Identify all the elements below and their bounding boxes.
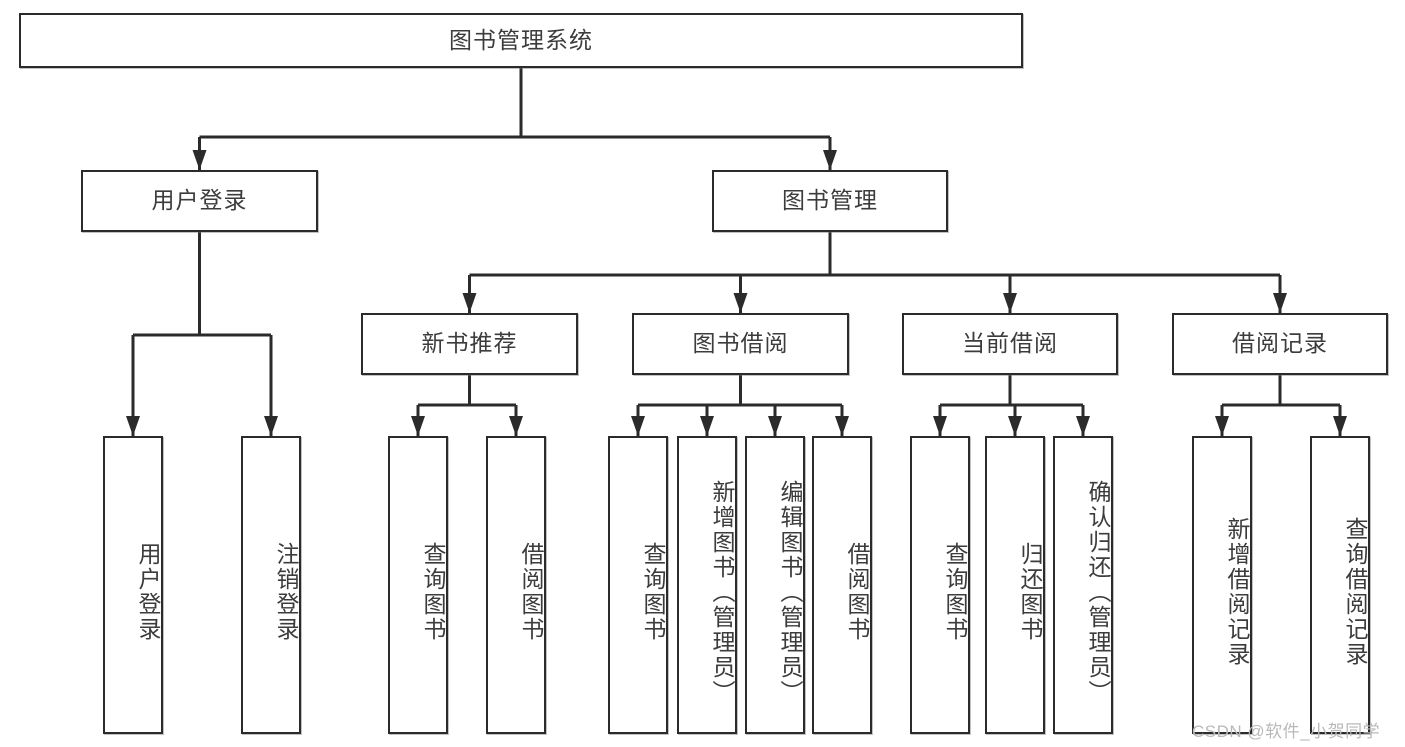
node-label: 当前借阅 [962,330,1058,357]
node-label: 查询图书 [640,542,666,642]
node-label: 归还图书 [1017,542,1043,642]
node-label: 新增图书（管理员） [709,479,735,705]
node-label: 确认归还（管理员） [1085,479,1111,705]
node-label: 借阅记录 [1232,330,1328,357]
node-label: 用户登录 [135,542,161,642]
node-label: 借阅图书 [844,542,870,642]
node-lvl3-current: 当前借阅 [902,313,1118,375]
node-root: 图书管理系统 [19,13,1023,68]
watermark-text: CSDN @软件_小贺同学 [1192,722,1381,741]
node-label: 图书借阅 [692,330,789,357]
node-lvl3-record: 借阅记录 [1172,313,1388,375]
node-leaf-user-login: 用户登录 [103,436,163,734]
node-label: 用户登录 [151,187,248,214]
node-label: 编辑图书（管理员） [777,479,803,705]
node-leaf-bo-query: 查询图书 [608,436,668,734]
node-lvl3-newbook: 新书推荐 [361,313,578,375]
node-label: 新增借阅记录 [1224,517,1250,667]
node-leaf-rc-add: 新增借阅记录 [1192,436,1252,734]
node-label: 查询借阅记录 [1342,517,1368,667]
node-label: 注销登录 [273,542,299,642]
node-label: 新书推荐 [421,330,518,357]
node-label: 查询图书 [942,542,968,642]
node-leaf-nb-query: 查询图书 [388,436,448,734]
node-lvl2-book: 图书管理 [712,170,948,232]
node-lvl2-user: 用户登录 [81,170,318,232]
node-leaf-cu-return: 归还图书 [985,436,1045,734]
node-leaf-bo-edit: 编辑图书（管理员） [745,436,805,734]
node-leaf-cu-query: 查询图书 [910,436,970,734]
node-label: 图书管理 [782,187,878,214]
node-label: 查询图书 [420,542,446,642]
node-label: 图书管理系统 [449,26,593,53]
node-leaf-rc-query: 查询借阅记录 [1310,436,1370,734]
node-leaf-user-logout: 注销登录 [241,436,301,734]
node-leaf-bo-borrow: 借阅图书 [812,436,872,734]
node-leaf-bo-add: 新增图书（管理员） [677,436,737,734]
node-lvl3-borrow: 图书借阅 [632,313,849,375]
node-leaf-nb-borrow: 借阅图书 [486,436,546,734]
node-leaf-cu-confirm: 确认归还（管理员） [1053,436,1113,734]
node-label: 借阅图书 [518,542,544,642]
